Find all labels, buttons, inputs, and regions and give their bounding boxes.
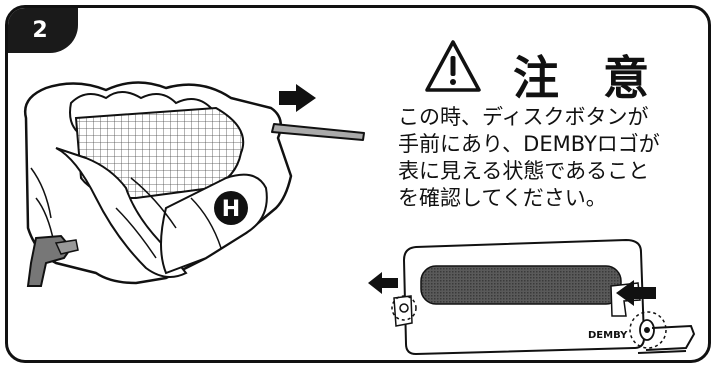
caution-header: 注 意 <box>423 38 673 105</box>
caution-text: この時、ディスクボタンが 手前にあり、DEMBYロゴが 表に見える状態であること… <box>398 104 698 212</box>
caution-line: この時、ディスクボタンが <box>398 105 649 129</box>
demby-logo: DEMBY <box>588 330 628 341</box>
instruction-panel: 2 H <box>5 5 711 363</box>
caution-line: 表に見える状態であること <box>398 159 650 183</box>
step-number-badge: 2 <box>8 8 78 53</box>
bed-illustration: H <box>23 81 365 287</box>
caution-line: 手前にあり、DEMBYロゴが <box>398 132 660 156</box>
caution-title: 注 意 <box>513 51 664 105</box>
h-label-circle <box>214 191 248 225</box>
warning-icon <box>425 40 481 92</box>
h-label: H <box>222 197 240 222</box>
caution-line: を確認してください。 <box>398 186 607 210</box>
step-number: 2 <box>32 18 48 43</box>
bed-rail-illustration: DEMBY <box>368 238 696 356</box>
